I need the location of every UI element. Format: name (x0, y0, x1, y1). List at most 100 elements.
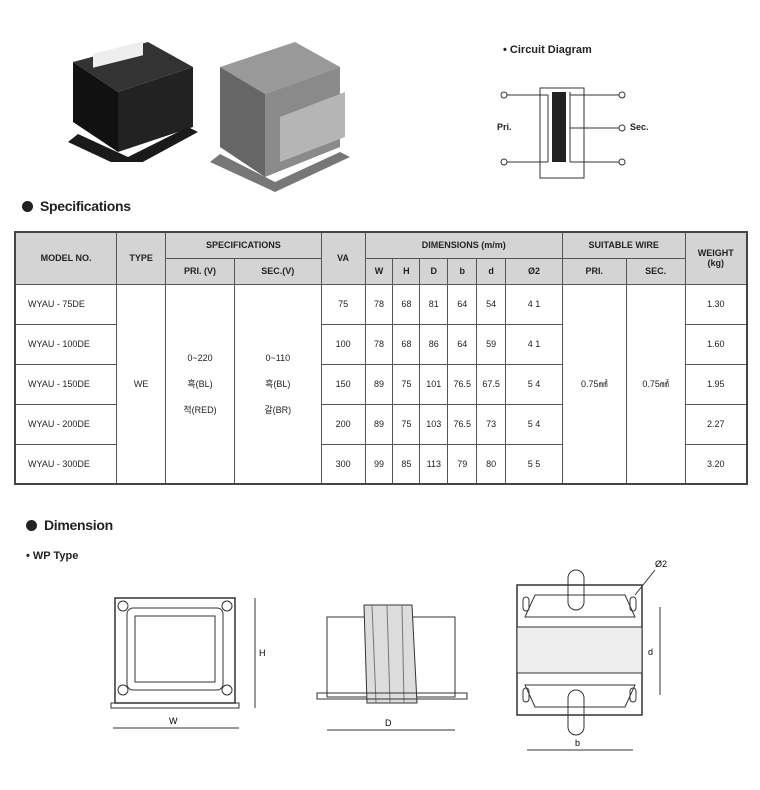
dim-label-d: d (648, 647, 653, 657)
top-view-drawing: d b Ø2 (516, 559, 667, 751)
phi2-cell: 5 4 (505, 363, 563, 405)
circuit-diagram-title: • Circuit Diagram (503, 44, 592, 56)
table-row: WYAU - 75DE WE 0~220 흑(BL) 적(RED) 0~110 흑(BL) 갈… (14, 283, 748, 485)
header-phi2: Ø2 (505, 257, 563, 285)
pri-spec-line: 0~220 (187, 352, 213, 363)
header-dimensions: DIMENSIONS (m/m) (364, 231, 563, 259)
circuit-diagram (500, 87, 626, 179)
specifications-table: MODEL NO. TYPE SPECIFICATIONS VA DIMENSI… (14, 231, 748, 485)
h-cell: 68 (392, 323, 421, 365)
header-w: W (364, 257, 394, 285)
w-cell: 89 (364, 403, 394, 445)
dim-label-W: W (169, 716, 178, 726)
product-photo-black-transformer (68, 22, 198, 170)
weight-cell: 3.20 (684, 443, 748, 485)
dimension-heading: Dimension (26, 517, 113, 533)
D-cell: 103 (419, 403, 449, 445)
weight-unit: (kg) (707, 258, 725, 269)
header-model: MODEL NO. (14, 231, 118, 285)
header-b: b (447, 257, 478, 285)
weight-label: WEIGHT (697, 248, 734, 259)
sec-spec-line: 0~110 (265, 352, 291, 363)
b-cell: 64 (447, 323, 478, 365)
model-cell: WYAU - 200DE (14, 403, 118, 445)
dimension-heading-text: Dimension (44, 517, 113, 533)
type-cell: WE (116, 283, 167, 485)
phi2-cell: 5 5 (505, 443, 563, 485)
wp-type-label: • WP Type (26, 550, 79, 562)
d-cell: 54 (476, 283, 507, 325)
phi2-cell: 5 4 (505, 403, 563, 445)
model-cell: WYAU - 300DE (14, 443, 118, 485)
D-cell: 113 (419, 443, 449, 485)
w-cell: 78 (364, 323, 394, 365)
b-cell: 76.5 (447, 403, 478, 445)
w-cell: 78 (364, 283, 394, 325)
D-cell: 101 (419, 363, 449, 405)
wire-pri-cell: 0.75㎟ (561, 283, 627, 485)
h-cell: 68 (392, 283, 421, 325)
sec-spec-line: 갈(BR) (264, 404, 292, 415)
header-h: H (392, 257, 421, 285)
weight-cell: 2.27 (684, 403, 748, 445)
b-cell: 79 (447, 443, 478, 485)
pri-spec-line: 적(RED) (183, 404, 217, 415)
pri-spec-cell: 0~220 흑(BL) 적(RED) (165, 283, 235, 485)
specifications-heading: Specifications (22, 198, 131, 214)
dim-label-b: b (575, 738, 580, 748)
header-weight: WEIGHT(kg) (684, 231, 748, 285)
header-specifications: SPECIFICATIONS (165, 231, 322, 259)
sec-spec-cell: 0~110 흑(BL) 갈(BR) (233, 283, 322, 485)
b-cell: 64 (447, 283, 478, 325)
header-pri-v: PRI. (V) (165, 257, 235, 285)
d-cell: 59 (476, 323, 507, 365)
front-view-drawing: H W (110, 597, 266, 729)
va-cell: 150 (320, 363, 366, 405)
weight-cell: 1.60 (684, 323, 748, 365)
d-cell: 67.5 (476, 363, 507, 405)
dim-label-phi2: Ø2 (655, 559, 667, 569)
side-view-drawing: D (316, 604, 468, 731)
h-cell: 85 (392, 443, 421, 485)
d-cell: 80 (476, 443, 507, 485)
phi2-cell: 4 1 (505, 283, 563, 325)
model-cell: WYAU - 100DE (14, 323, 118, 365)
b-cell: 76.5 (447, 363, 478, 405)
circuit-sec-label: Sec. (630, 122, 649, 132)
weight-cell: 1.95 (684, 363, 748, 405)
dim-label-H: H (259, 648, 266, 658)
wire-sec-cell: 0.75㎟ (625, 283, 686, 485)
circuit-pri-label: Pri. (497, 122, 512, 132)
weight-cell: 1.30 (684, 283, 748, 325)
sec-spec-line: 흑(BL) (265, 378, 291, 389)
model-cell: WYAU - 75DE (14, 283, 118, 325)
phi2-cell: 4 1 (505, 323, 563, 365)
header-type: TYPE (116, 231, 167, 285)
pri-spec-line: 흑(BL) (187, 378, 213, 389)
va-cell: 100 (320, 323, 366, 365)
header-suitable-wire: SUITABLE WIRE (561, 231, 686, 259)
D-cell: 86 (419, 323, 449, 365)
h-cell: 75 (392, 363, 421, 405)
specifications-heading-text: Specifications (40, 198, 131, 214)
dim-label-D: D (385, 718, 392, 728)
d-cell: 73 (476, 403, 507, 445)
va-cell: 300 (320, 443, 366, 485)
D-cell: 81 (419, 283, 449, 325)
va-cell: 75 (320, 283, 366, 325)
model-cell: WYAU - 150DE (14, 363, 118, 405)
header-va: VA (320, 231, 366, 285)
header-d: d (476, 257, 507, 285)
header-D: D (419, 257, 449, 285)
h-cell: 75 (392, 403, 421, 445)
header-wire-pri: PRI. (561, 257, 627, 285)
header-sec-v: SEC.(V) (233, 257, 322, 285)
header-wire-sec: SEC. (625, 257, 686, 285)
w-cell: 89 (364, 363, 394, 405)
va-cell: 200 (320, 403, 366, 445)
type-value: WE (133, 378, 149, 389)
w-cell: 99 (364, 443, 394, 485)
